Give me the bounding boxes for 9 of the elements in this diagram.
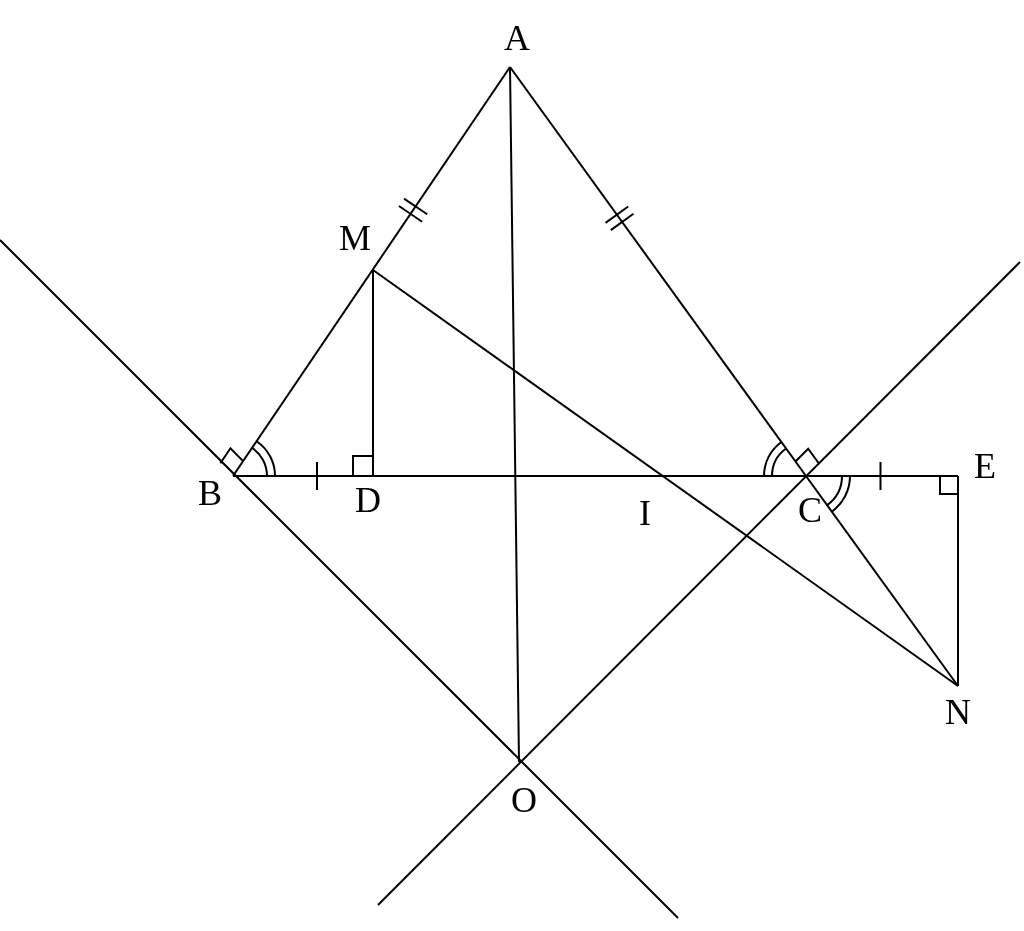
point-label: O <box>511 780 537 820</box>
point-label: E <box>974 446 996 486</box>
point-label: D <box>355 480 381 520</box>
point-label: M <box>339 218 371 258</box>
point-label: N <box>945 692 971 732</box>
point-label: A <box>504 18 530 58</box>
point-label: C <box>798 490 822 530</box>
point-label: I <box>639 493 651 533</box>
point-label: B <box>198 473 222 513</box>
